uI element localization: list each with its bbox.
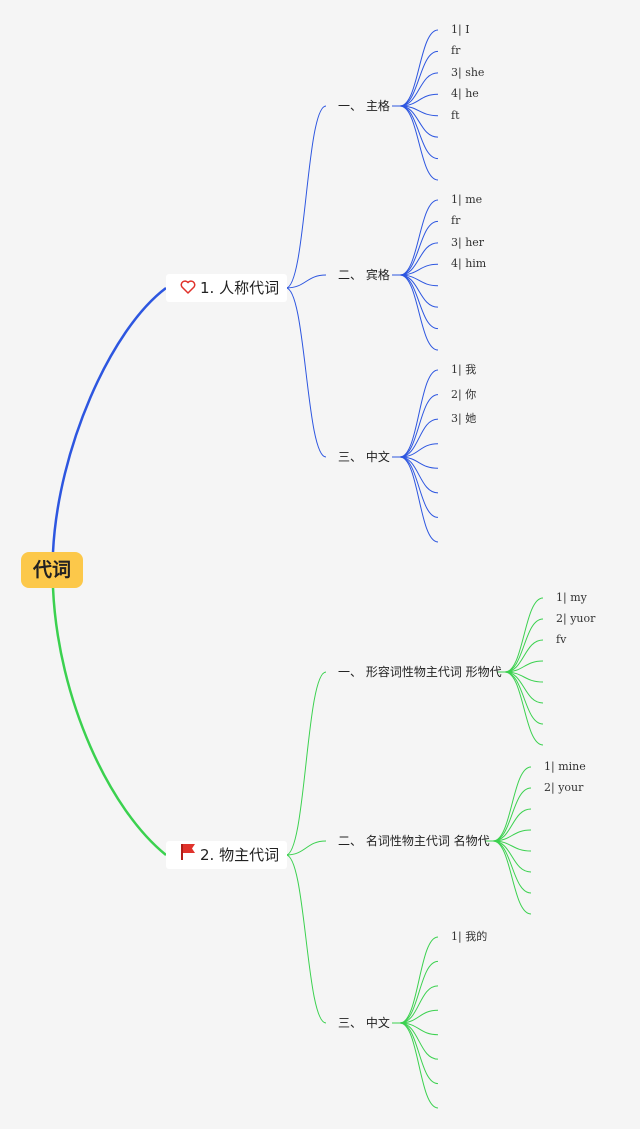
flag-icon <box>180 842 196 870</box>
connector-line <box>399 29 439 107</box>
branch-label: 2. 物主代词 <box>200 846 280 864</box>
connector-line <box>399 369 439 458</box>
connector-line <box>399 936 439 1024</box>
connector-line <box>285 671 327 856</box>
connector-line <box>399 199 439 276</box>
leaf-item[interactable]: 3| she <box>451 65 485 79</box>
connector-line <box>399 105 439 160</box>
section-label[interactable]: 三、 中文 <box>338 1016 390 1030</box>
leaf-item[interactable]: 2| 你 <box>451 387 477 401</box>
root-node[interactable]: 代词 <box>21 552 83 588</box>
connector-line <box>285 105 327 289</box>
connector-line <box>399 93 439 107</box>
connector-line <box>399 274 439 330</box>
connector-line <box>399 274 439 351</box>
leaf-item[interactable]: 4| he <box>451 87 479 101</box>
leaf-item[interactable]: 2| yuor <box>556 612 596 625</box>
connector-line <box>504 671 544 746</box>
connector-line <box>399 50 439 107</box>
connector-line <box>504 597 544 673</box>
branch-possessive-pronouns[interactable]: 2. 物主代词 <box>166 841 288 870</box>
connector-line <box>285 840 327 856</box>
connector-line <box>504 660 544 673</box>
connector-line <box>399 1009 439 1024</box>
connector-line <box>492 766 532 842</box>
connector-line <box>399 263 439 276</box>
leaf-item[interactable]: 4| him <box>451 257 487 271</box>
connector-line <box>399 1022 439 1109</box>
connector-line <box>285 854 327 1024</box>
leaf-item[interactable]: 1| 我的 <box>451 930 488 943</box>
branch-label: 1. 人称代词 <box>200 279 280 297</box>
section-label[interactable]: 二、 宾格 <box>338 268 390 282</box>
leaf-item[interactable]: fv <box>556 633 567 646</box>
leaf-item[interactable]: 2| your <box>544 781 584 794</box>
connector-line <box>399 1022 439 1085</box>
heart-icon <box>180 275 196 303</box>
connector-line <box>399 418 439 458</box>
leaf-item[interactable]: 1| mine <box>544 760 586 773</box>
connector-line <box>399 456 439 518</box>
leaf-item[interactable]: ft <box>451 108 460 122</box>
section-label[interactable]: 一、 主格 <box>338 99 390 113</box>
connector-line <box>492 829 532 842</box>
connector-line <box>399 220 439 276</box>
leaf-item[interactable]: 1| 我 <box>451 363 477 376</box>
connector-line <box>504 671 544 725</box>
connector-line <box>399 242 439 276</box>
section-label[interactable]: 一、 形容词性物主代词 形物代 <box>338 665 502 679</box>
connector-line <box>285 287 327 458</box>
leaf-item[interactable]: 1| I <box>451 23 470 36</box>
section-label[interactable]: 三、 中文 <box>338 450 390 464</box>
leaf-item[interactable]: fr <box>451 44 461 58</box>
leaf-item[interactable]: 1| my <box>556 591 587 604</box>
connector-line <box>492 787 532 842</box>
connector-line <box>399 105 439 181</box>
connector-line <box>399 456 439 543</box>
branch-personal-pronouns[interactable]: 1. 人称代词 <box>166 274 288 303</box>
connector-line <box>399 394 439 458</box>
connector-line <box>504 618 544 673</box>
connector-line <box>492 840 532 915</box>
connector-line <box>399 443 439 458</box>
leaf-item[interactable]: fr <box>451 214 461 228</box>
leaf-item[interactable]: 1| me <box>451 193 483 206</box>
connector-line <box>51 287 167 553</box>
connector-line <box>399 72 439 107</box>
connector-line <box>51 587 167 856</box>
connector-line <box>399 985 439 1024</box>
connector-line <box>492 808 532 842</box>
connector-line <box>399 960 439 1024</box>
leaf-item[interactable]: 3| her <box>451 235 485 249</box>
connector-line <box>492 840 532 894</box>
leaf-item[interactable]: 3| 她 <box>451 412 477 426</box>
section-label[interactable]: 二、 名词性物主代词 名物代 <box>338 834 490 848</box>
connector-line <box>285 274 327 289</box>
connector-line <box>504 639 544 673</box>
